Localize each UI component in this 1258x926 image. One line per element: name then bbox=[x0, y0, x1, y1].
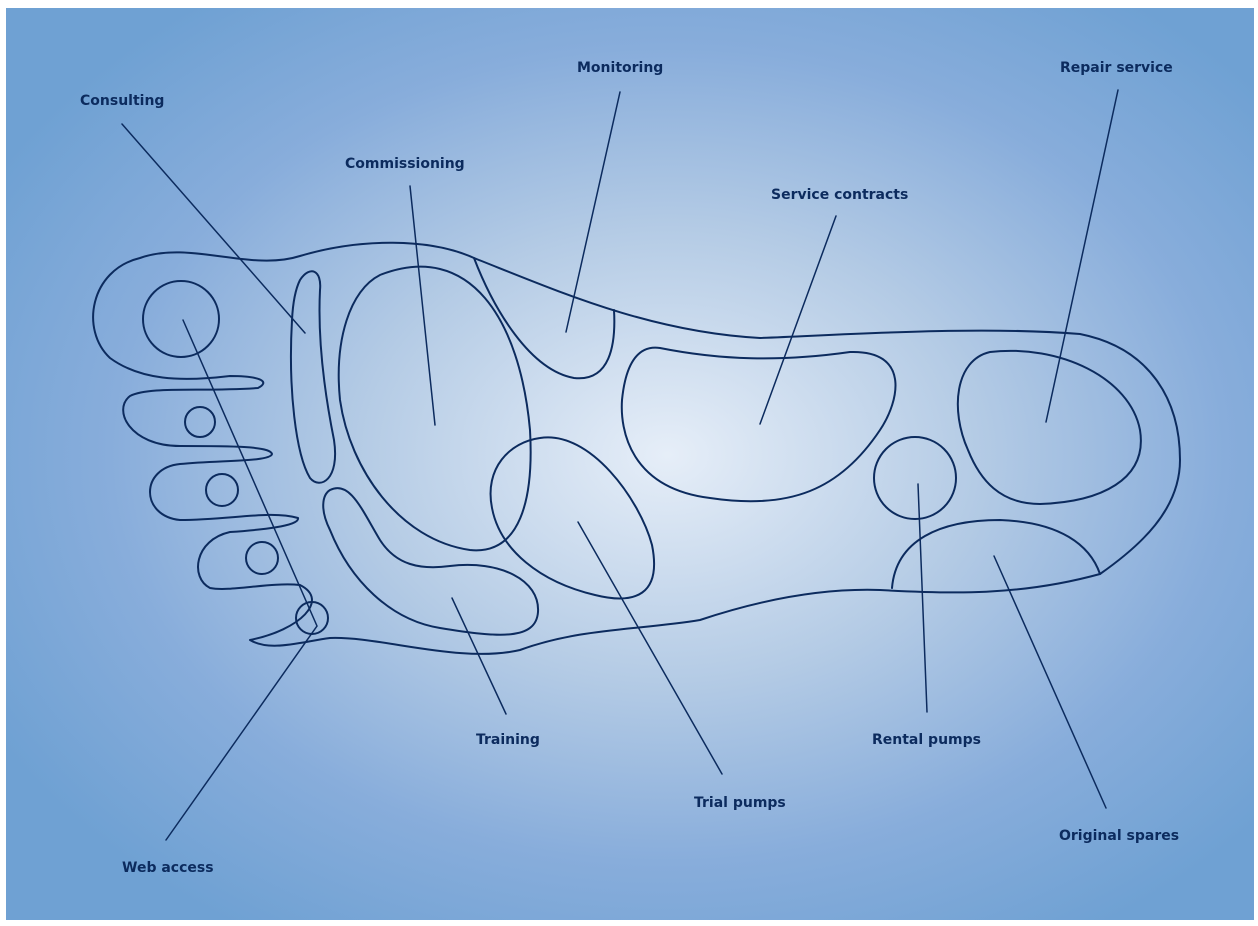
monitoring-pad bbox=[474, 258, 614, 378]
label-original-spares: Original spares bbox=[1059, 828, 1179, 844]
label-web-access: Web access bbox=[122, 860, 214, 876]
commissioning-leader bbox=[410, 186, 435, 425]
commissioning-pad bbox=[339, 267, 531, 551]
toe-pad-2 bbox=[185, 407, 215, 437]
consulting-pad bbox=[291, 271, 335, 482]
label-monitoring: Monitoring bbox=[577, 60, 663, 76]
big-toe-pad bbox=[143, 281, 219, 357]
web-access-leader bbox=[166, 320, 317, 840]
service-contracts-pad bbox=[622, 348, 896, 502]
repair-service-pad bbox=[958, 351, 1141, 504]
label-rental-pumps: Rental pumps bbox=[872, 732, 981, 748]
training-pad bbox=[323, 488, 538, 635]
label-repair-service: Repair service bbox=[1060, 60, 1173, 76]
label-service-contracts: Service contracts bbox=[771, 187, 908, 203]
toe-pad-4 bbox=[246, 542, 278, 574]
repair-service-leader bbox=[1046, 90, 1118, 422]
monitoring-leader bbox=[566, 92, 620, 332]
toe-pad-3 bbox=[206, 474, 238, 506]
original-spares-pad bbox=[892, 520, 1100, 588]
foot-outline bbox=[93, 243, 1180, 654]
service-contracts-leader bbox=[760, 216, 836, 424]
label-commissioning: Commissioning bbox=[345, 156, 465, 172]
training-leader bbox=[452, 598, 506, 714]
label-trial-pumps: Trial pumps bbox=[694, 795, 786, 811]
original-spares-leader bbox=[994, 556, 1106, 808]
rental-pumps-pad bbox=[874, 437, 956, 519]
consulting-leader bbox=[122, 124, 305, 333]
trial-pumps-pad bbox=[491, 437, 655, 598]
trial-pumps-leader bbox=[578, 522, 722, 774]
label-consulting: Consulting bbox=[80, 93, 164, 109]
label-training: Training bbox=[476, 732, 540, 748]
